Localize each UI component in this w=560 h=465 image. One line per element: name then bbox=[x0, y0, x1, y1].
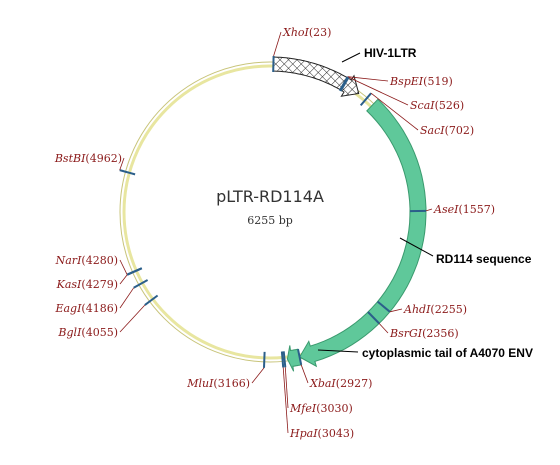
feature-label-2: cytoplasmic tail of A4070 ENV bbox=[362, 346, 533, 360]
site-label-saci: SacI(702) bbox=[420, 124, 474, 137]
site-tick-bsrgi bbox=[367, 311, 380, 325]
site-leader-bsrgi bbox=[378, 323, 389, 334]
site-tick-scai bbox=[339, 76, 350, 92]
site-leader-mfei bbox=[284, 367, 289, 409]
site-tick-hpai bbox=[280, 351, 285, 368]
site-label-scai: ScaI(526) bbox=[410, 99, 464, 112]
site-leader-eagi bbox=[119, 287, 135, 309]
feature-arrow-0 bbox=[272, 56, 360, 97]
site-label-kasi: KasI(4279) bbox=[56, 278, 118, 291]
feature-leader-1 bbox=[399, 237, 434, 257]
site-label-mlui: MluI(3166) bbox=[186, 377, 250, 390]
site-label-mfei: MfeI(3030) bbox=[289, 402, 353, 415]
feature-label-1: RD114 sequence bbox=[436, 252, 532, 266]
site-tick-mlui bbox=[263, 351, 266, 368]
feature-arrow-1 bbox=[298, 98, 427, 368]
site-tick-bstbi bbox=[119, 169, 136, 176]
site-label-hpai: HpaI(3043) bbox=[289, 427, 354, 440]
site-tick-bspei bbox=[338, 76, 349, 92]
site-leader-bspei bbox=[347, 76, 389, 82]
site-tick-ahdi bbox=[376, 300, 391, 313]
site-label-bgli: BglI(4055) bbox=[57, 326, 118, 339]
plasmid-name: pLTR-RD114A bbox=[216, 187, 324, 206]
site-leader-asei bbox=[425, 208, 433, 212]
site-tick-bgli bbox=[144, 294, 159, 306]
site-leader-mlui bbox=[251, 367, 265, 384]
site-label-asei: AseI(1557) bbox=[433, 203, 495, 216]
site-label-xhoi: XhoI(23) bbox=[282, 26, 331, 39]
site-leader-saci bbox=[370, 92, 419, 131]
site-tick-xbai bbox=[297, 348, 303, 366]
feature-leader-0 bbox=[341, 52, 361, 63]
features-layer bbox=[272, 56, 427, 372]
site-leader-bstbi bbox=[119, 157, 125, 171]
feature-labels-layer: HIV-1LTR RD114 sequence cytoplasmic tail o… bbox=[317, 46, 533, 360]
site-label-nari: NarI(4280) bbox=[55, 254, 118, 267]
site-tick-mfei bbox=[282, 351, 287, 368]
site-label-bsrgi: BsrGI(2356) bbox=[389, 327, 459, 340]
site-leader-scai bbox=[348, 76, 409, 106]
site-tick-saci bbox=[359, 92, 372, 107]
site-leader-ahdi bbox=[389, 308, 403, 313]
site-label-eagi: EagI(4186) bbox=[54, 302, 118, 315]
feature-label-0: HIV-1LTR bbox=[364, 46, 417, 60]
site-label-xbai: XbaI(2927) bbox=[309, 377, 372, 390]
site-leader-xhoi bbox=[273, 31, 282, 57]
site-label-bspei: BspEI(519) bbox=[389, 75, 453, 88]
site-tick-nari bbox=[126, 267, 143, 276]
site-leader-nari bbox=[119, 259, 128, 275]
site-leader-xbai bbox=[300, 364, 309, 384]
site-leader-bgli bbox=[119, 304, 146, 333]
site-label-bstbi: BstBI(4962) bbox=[54, 152, 122, 165]
site-leader-kasi bbox=[119, 274, 128, 285]
site-tick-eagi bbox=[133, 279, 149, 289]
restriction-sites-layer: XhoI(23) BspEI(519) ScaI(526) SacI(702) AseI… bbox=[54, 26, 495, 440]
feature-leader-2 bbox=[317, 349, 359, 353]
site-label-ahdi: AhdI(2255) bbox=[403, 303, 467, 316]
plasmid-size: 6255 bp bbox=[247, 214, 293, 227]
site-leader-hpai bbox=[282, 367, 289, 434]
